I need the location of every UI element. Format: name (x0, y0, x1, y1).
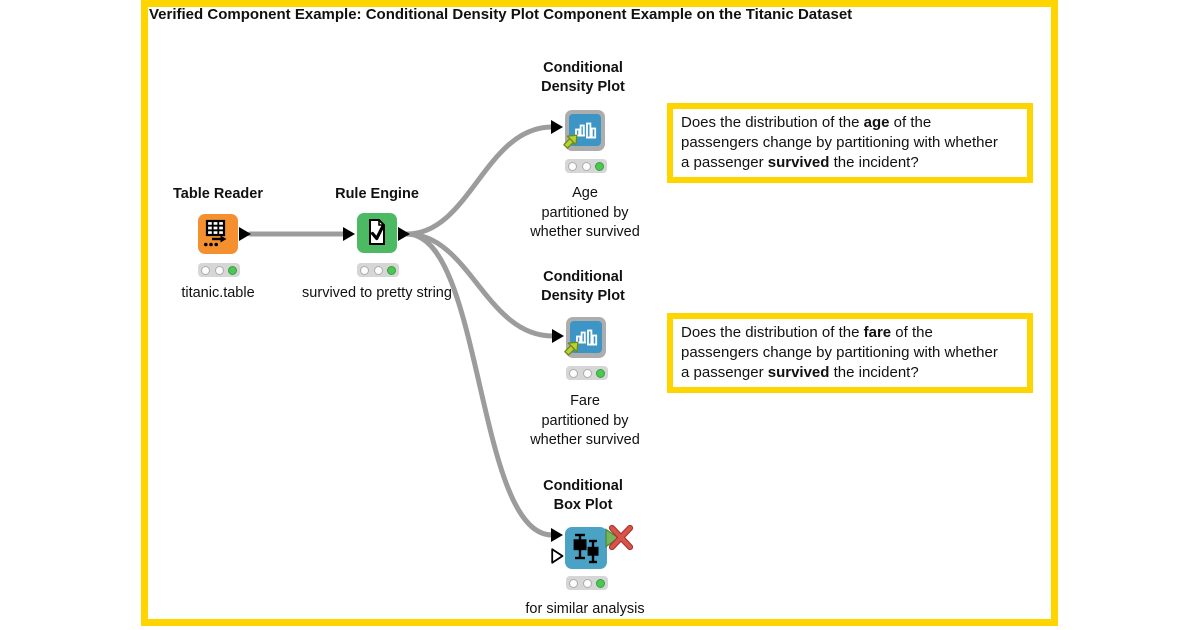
rule-engine-traffic-light (357, 263, 399, 277)
table-reader-output-port[interactable] (239, 227, 251, 241)
cdp-age-comment-line1: Age (572, 185, 598, 201)
document-checkmark-icon (369, 219, 385, 245)
annotation-fare-line1-pre: Does the distribution of the (681, 324, 864, 341)
workflow-title: Verified Component Example: Conditional … (149, 6, 853, 23)
cdp-fare-name-line2: Density Plot (541, 288, 625, 304)
annotation-age-line3: a passenger survived the incident? (681, 153, 1019, 173)
rule-engine-input-port[interactable] (343, 227, 355, 241)
annotation-age-line1-pre: Does the distribution of the (681, 114, 864, 131)
annotation-age-line1-bold: age (863, 114, 890, 131)
box-plot-input-port-1[interactable] (551, 528, 563, 542)
workflow-annotation-frame[interactable] (141, 0, 1058, 626)
annotation-fare-line1: Does the distribution of the fare of the (681, 323, 1019, 343)
annotation-age-line2: passengers change by partitioning with w… (681, 134, 998, 151)
table-with-arrow-icon (204, 219, 227, 247)
annotation-fare-line1-post: of the (891, 324, 933, 341)
box-plot-name: Conditional Box Plot (495, 477, 671, 515)
cdp-age-comment-line3: whether survived (530, 224, 640, 240)
table-reader-comment: titanic.table (181, 285, 255, 301)
box-plot-comment: for similar analysis (525, 601, 645, 617)
bar-chart-icon (576, 329, 598, 346)
cdp-age-name: Conditional Density Plot (495, 59, 671, 97)
component-link-arrow-icon (564, 341, 579, 356)
wire-rule-engine-to-cdp-age[interactable] (404, 124, 555, 237)
wire-rule-engine-to-cdp-fare[interactable] (404, 231, 556, 339)
table-reader-traffic-light (198, 263, 240, 277)
annotation-fare-line1-bold: fare (863, 324, 892, 341)
cdp-fare-comment-line3: whether survived (530, 432, 640, 448)
cdp-fare-comment-line1: Fare (570, 393, 600, 409)
rule-engine-comment: survived to pretty string (302, 285, 452, 301)
cdp-fare-name-line1: Conditional (543, 269, 623, 285)
box-plot-glyphs-icon (573, 533, 599, 564)
annotation-age-line3-bold: survived (767, 154, 830, 171)
annotation-age-question[interactable]: Does the distribution of the age of the … (667, 103, 1033, 183)
cdp-age-input-port[interactable] (551, 120, 563, 134)
box-plot-output-error-icon[interactable] (603, 522, 635, 554)
annotation-age-line3-post: the incident? (829, 154, 919, 171)
cdp-age-comment-line2: partitioned by (541, 204, 629, 221)
wire-rule-engine-to-box-plot[interactable] (404, 231, 555, 538)
table-reader-name: Table Reader (173, 186, 263, 202)
cdp-age-traffic-light (565, 159, 607, 173)
box-plot-name-line1: Conditional (543, 478, 623, 494)
annotation-age-line3-pre: a passenger (681, 154, 768, 171)
cdp-fare-comment: Fare partitioned by whether survived (493, 392, 677, 451)
cdp-fare-name: Conditional Density Plot (495, 268, 671, 306)
annotation-fare-line3-post: the incident? (829, 364, 919, 381)
annotation-fare-line3-bold: survived (767, 364, 830, 381)
table-reader-node[interactable] (198, 214, 238, 254)
cdp-fare-input-port[interactable] (552, 329, 564, 343)
annotation-fare-line3-pre: a passenger (681, 364, 768, 381)
rule-engine-node[interactable] (357, 213, 397, 253)
annotation-age-line1: Does the distribution of the age of the (681, 113, 1019, 133)
cdp-fare-traffic-light (566, 366, 608, 380)
cdp-age-comment: Age partitioned by whether survived (493, 184, 677, 243)
cdp-age-name-line2: Density Plot (541, 79, 625, 95)
box-plot-traffic-light (566, 576, 608, 590)
rule-engine-output-port[interactable] (398, 227, 410, 241)
cdp-fare-comment-line2: partitioned by (541, 412, 629, 429)
annotation-fare-line3: a passenger survived the incident? (681, 363, 1019, 383)
cdp-age-name-line1: Conditional (543, 60, 623, 76)
box-plot-name-line2: Box Plot (553, 497, 613, 513)
annotation-fare-line2: passengers change by partitioning with w… (681, 344, 998, 361)
annotation-fare-question[interactable]: Does the distribution of the fare of the… (667, 313, 1033, 393)
box-plot-node[interactable] (565, 527, 607, 569)
annotation-age-line1-post: of the (889, 114, 932, 131)
box-plot-input-port-2-optional[interactable] (551, 548, 564, 564)
cdp-age-icon-background (569, 114, 601, 146)
rule-engine-name: Rule Engine (335, 186, 419, 202)
component-link-arrow-icon (563, 134, 578, 149)
